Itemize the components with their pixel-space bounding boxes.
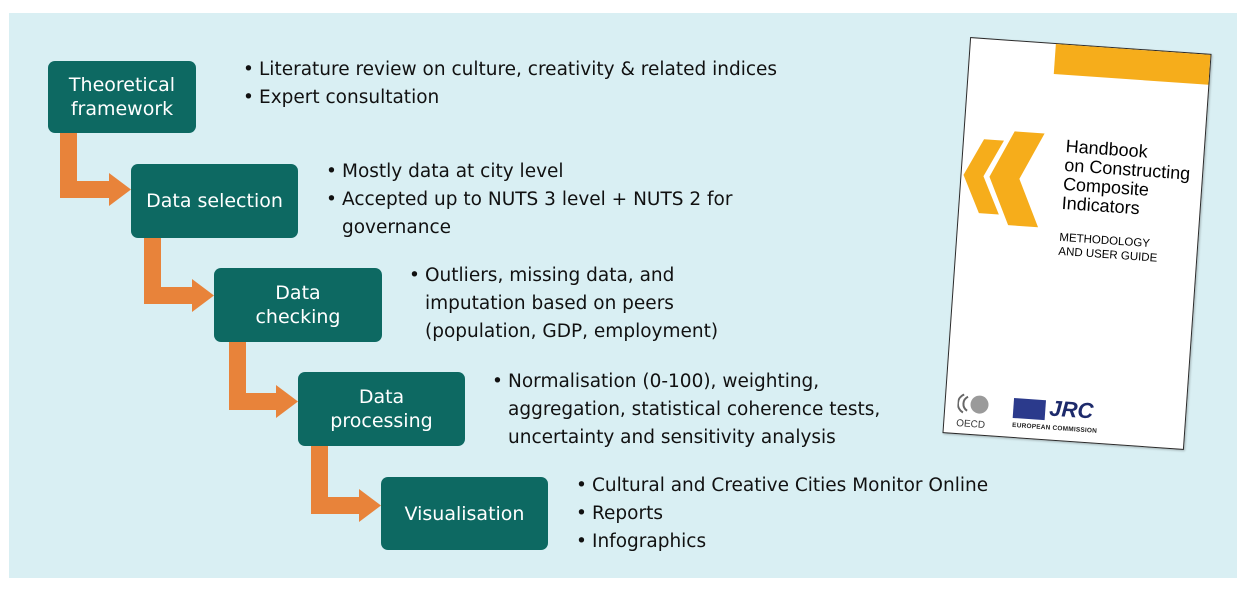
bullet-item: Infographics xyxy=(576,528,1046,556)
bullet-item: Expert consultation xyxy=(243,84,883,112)
elbow-arrow-icon xyxy=(229,342,298,418)
step-data-selection: Data selection xyxy=(131,164,298,238)
handbook-subtitle: METHODOLOGY AND USER GUIDE xyxy=(1057,231,1158,265)
step-data-checking: Data checking xyxy=(214,268,382,342)
bullet-item: Normalisation (0-100), weighting, aggreg… xyxy=(492,368,912,452)
step-theoretical-framework: Theoretical framework xyxy=(48,61,196,133)
step-visualisation: Visualisation xyxy=(381,477,548,550)
bullet-item: Reports xyxy=(576,500,1046,528)
bullet-item: Outliers, missing data, and imputation b… xyxy=(409,262,759,346)
bullet-item: Literature review on culture, creativity… xyxy=(243,56,883,84)
bullets-data-processing: Normalisation (0-100), weighting, aggreg… xyxy=(492,368,912,452)
step-data-processing: Data processing xyxy=(298,372,465,446)
elbow-arrow-icon xyxy=(60,133,131,206)
bullets-visualisation: Cultural and Creative Cities Monitor Onl… xyxy=(576,472,1046,556)
bullet-item: Cultural and Creative Cities Monitor Onl… xyxy=(576,472,1046,500)
oecd-label: OECD xyxy=(955,418,986,432)
handbook-cover: Handbook on Constructing Composite Indic… xyxy=(942,37,1212,450)
bullet-item: Mostly data at city level xyxy=(326,158,786,186)
elbow-arrow-icon xyxy=(311,446,381,522)
bullets-theoretical-framework: Literature review on culture, creativity… xyxy=(243,56,883,112)
oecd-logo-icon xyxy=(956,393,989,414)
eu-flag-icon xyxy=(1012,397,1046,421)
bullet-item: Accepted up to NUTS 3 level + NUTS 2 for… xyxy=(326,186,786,242)
jrc-label: JRC xyxy=(1048,395,1095,424)
handbook-title: Handbook on Constructing Composite Indic… xyxy=(1061,136,1191,219)
bullets-data-selection: Mostly data at city level Accepted up to… xyxy=(326,158,786,242)
chevron-graphic-icon xyxy=(963,131,1045,228)
elbow-arrow-icon xyxy=(144,238,214,312)
bullets-data-checking: Outliers, missing data, and imputation b… xyxy=(409,262,759,346)
